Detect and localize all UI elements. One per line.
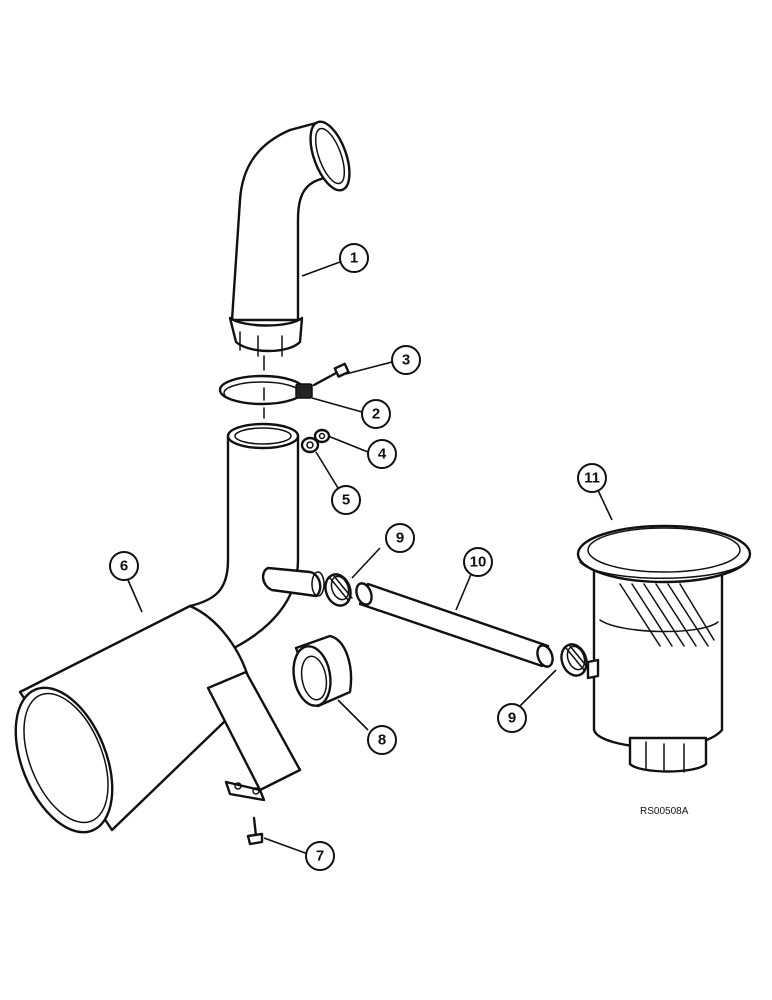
- callout-1-label: 1: [350, 250, 358, 267]
- bolt-part: [312, 362, 350, 387]
- leader-lines: [127, 261, 613, 855]
- muffler-part: [14, 422, 325, 834]
- callout-10-label: 10: [470, 554, 487, 571]
- screw-part: [246, 816, 264, 846]
- callout-9b: 9: [497, 703, 527, 733]
- callout-6: 6: [109, 551, 139, 581]
- precleaner-part: [576, 524, 752, 773]
- callout-6-label: 6: [120, 558, 128, 575]
- reference-code: RS00508A: [640, 806, 689, 817]
- hose-part: [355, 582, 554, 668]
- rubber-coupling-part: [292, 634, 353, 708]
- exhaust-stack-part: [228, 120, 351, 357]
- callout-11: 11: [577, 463, 607, 493]
- callout-3: 3: [391, 345, 421, 375]
- callout-2: 2: [361, 399, 391, 429]
- callout-10: 10: [463, 547, 493, 577]
- nut-and-washer-part: [300, 428, 331, 454]
- callout-7: 7: [305, 841, 335, 871]
- callout-11-label: 11: [584, 470, 600, 487]
- callout-7-label: 7: [316, 848, 324, 865]
- callout-2-label: 2: [372, 406, 380, 423]
- callout-8: 8: [367, 725, 397, 755]
- callout-5-label: 5: [342, 492, 350, 509]
- callout-5: 5: [331, 485, 361, 515]
- callout-4: 4: [367, 439, 397, 469]
- callout-9b-label: 9: [508, 710, 516, 727]
- hose-clamp-part: [324, 573, 589, 677]
- callout-8-label: 8: [378, 732, 386, 749]
- callout-9a-label: 9: [396, 530, 404, 547]
- callout-3-label: 3: [402, 352, 410, 369]
- callout-4-label: 4: [378, 446, 387, 463]
- callout-1: 1: [339, 243, 369, 273]
- band-clamp-part: [218, 374, 313, 406]
- callout-9a: 9: [385, 523, 415, 553]
